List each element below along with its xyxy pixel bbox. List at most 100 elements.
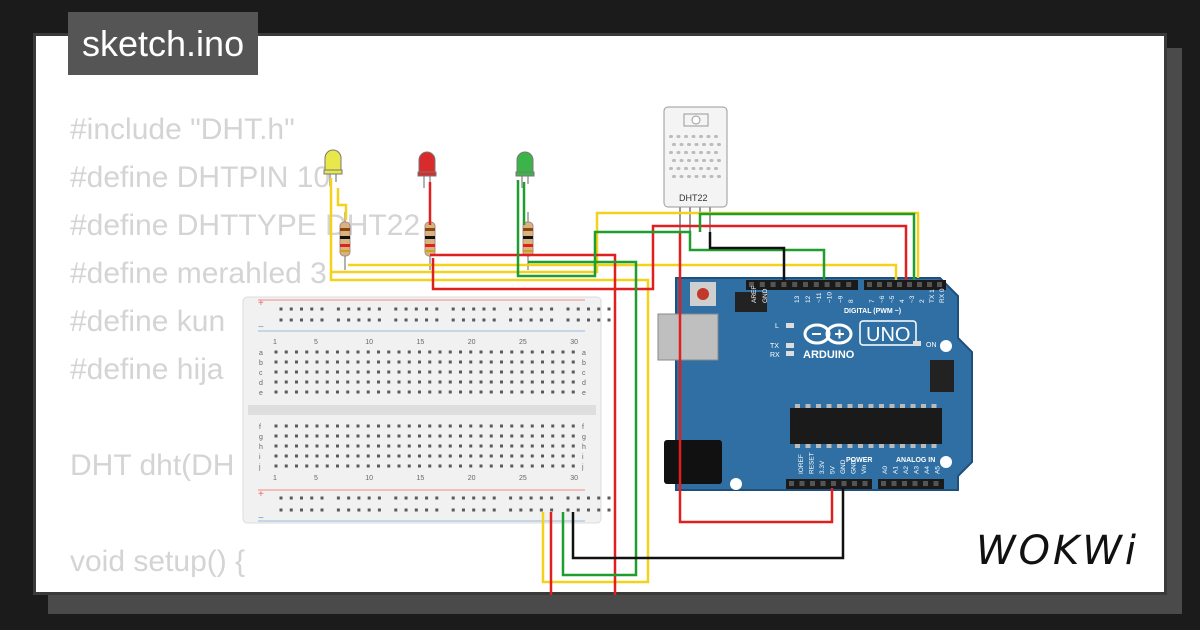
hole — [346, 380, 350, 384]
hole — [428, 454, 432, 458]
rail-hole — [377, 307, 381, 311]
header-hole[interactable] — [887, 282, 892, 287]
hole — [459, 454, 462, 458]
header-hole[interactable] — [781, 282, 787, 287]
rail-hole — [461, 508, 465, 512]
row-letter: e — [259, 390, 263, 397]
header-hole[interactable] — [881, 481, 886, 486]
header-hole[interactable] — [841, 481, 847, 486]
row-letter: b — [582, 360, 586, 367]
grille-slot — [679, 143, 684, 146]
wokwi-logo: WOKWi — [976, 528, 1139, 574]
header-hole[interactable] — [759, 282, 765, 287]
hole — [459, 370, 462, 374]
hole — [336, 350, 339, 354]
header-hole[interactable] — [789, 481, 794, 486]
resistor[interactable] — [339, 212, 351, 270]
header-hole[interactable] — [862, 481, 868, 486]
rail-hole — [289, 307, 293, 311]
header-hole[interactable] — [835, 282, 841, 287]
header-hole[interactable] — [810, 481, 815, 486]
reset-button-cap[interactable] — [697, 288, 709, 300]
row-letter: h — [259, 444, 263, 451]
header-hole[interactable] — [907, 282, 912, 287]
row-letter: j — [258, 464, 261, 471]
hole — [541, 464, 544, 468]
hole — [500, 444, 503, 448]
analog-pin-label: A1 — [893, 466, 900, 474]
hole — [325, 444, 329, 448]
row-letter: g — [259, 434, 263, 441]
led-green[interactable] — [515, 151, 535, 188]
hole — [418, 454, 421, 458]
grille-slot — [702, 159, 706, 162]
hole — [571, 390, 575, 394]
chip-leg — [931, 404, 937, 408]
header-hole[interactable] — [846, 282, 852, 287]
rail-hole — [539, 318, 543, 322]
rail-hole — [394, 496, 398, 500]
led-yellow[interactable] — [323, 149, 343, 186]
header-hole[interactable] — [937, 282, 942, 287]
header-hole[interactable] — [877, 282, 882, 287]
header-hole[interactable] — [770, 282, 776, 287]
header-hole[interactable] — [917, 282, 922, 287]
hole — [418, 370, 421, 374]
header-hole[interactable] — [897, 282, 902, 287]
sensor-label: DHT22 — [679, 193, 708, 203]
hole — [448, 380, 452, 384]
hole — [274, 464, 278, 468]
header-hole[interactable] — [803, 282, 808, 287]
led-red[interactable] — [417, 151, 437, 188]
hole — [479, 454, 483, 458]
rail-hole — [310, 318, 314, 322]
header-hole[interactable] — [852, 481, 857, 486]
hole — [448, 444, 452, 448]
header-hole[interactable] — [824, 282, 830, 287]
hole — [510, 360, 514, 364]
hole — [377, 360, 380, 364]
header-hole[interactable] — [933, 481, 939, 486]
hole — [336, 360, 339, 364]
hole — [500, 434, 503, 438]
hole — [407, 464, 411, 468]
rail-hole — [550, 307, 554, 311]
hole — [407, 380, 411, 384]
header-hole[interactable] — [923, 481, 928, 486]
hole — [387, 350, 391, 354]
header-hole[interactable] — [867, 282, 872, 287]
on-label: ON — [926, 342, 937, 349]
header-hole[interactable] — [927, 282, 932, 287]
grille-slot — [706, 135, 711, 138]
hole — [366, 350, 370, 354]
header-hole[interactable] — [902, 481, 907, 486]
header-hole[interactable] — [891, 481, 897, 486]
hole — [325, 360, 329, 364]
wire-yellow — [329, 272, 650, 584]
header-hole[interactable] — [749, 282, 754, 287]
rail-hole — [492, 318, 496, 322]
rail-hole — [336, 318, 340, 322]
hole — [459, 380, 462, 384]
analog-pin-label: A4 — [924, 466, 931, 474]
resistor[interactable] — [424, 212, 436, 270]
header-hole[interactable] — [912, 481, 918, 486]
hole — [305, 444, 309, 448]
header-hole[interactable] — [831, 481, 836, 486]
resistor[interactable] — [522, 212, 534, 270]
header-hole[interactable] — [799, 481, 805, 486]
rail-hole — [482, 307, 486, 311]
header-hole[interactable] — [820, 481, 826, 486]
hole — [325, 370, 329, 374]
grille-slot — [694, 159, 699, 162]
dht22-sensor[interactable]: DHT22 — [663, 106, 728, 232]
hole — [284, 370, 288, 374]
header-hole[interactable] — [813, 282, 819, 287]
hole — [356, 370, 360, 374]
atmega-chip — [790, 408, 942, 444]
rail-hole — [509, 496, 513, 500]
hole — [561, 454, 565, 458]
header-hole[interactable] — [792, 282, 798, 287]
